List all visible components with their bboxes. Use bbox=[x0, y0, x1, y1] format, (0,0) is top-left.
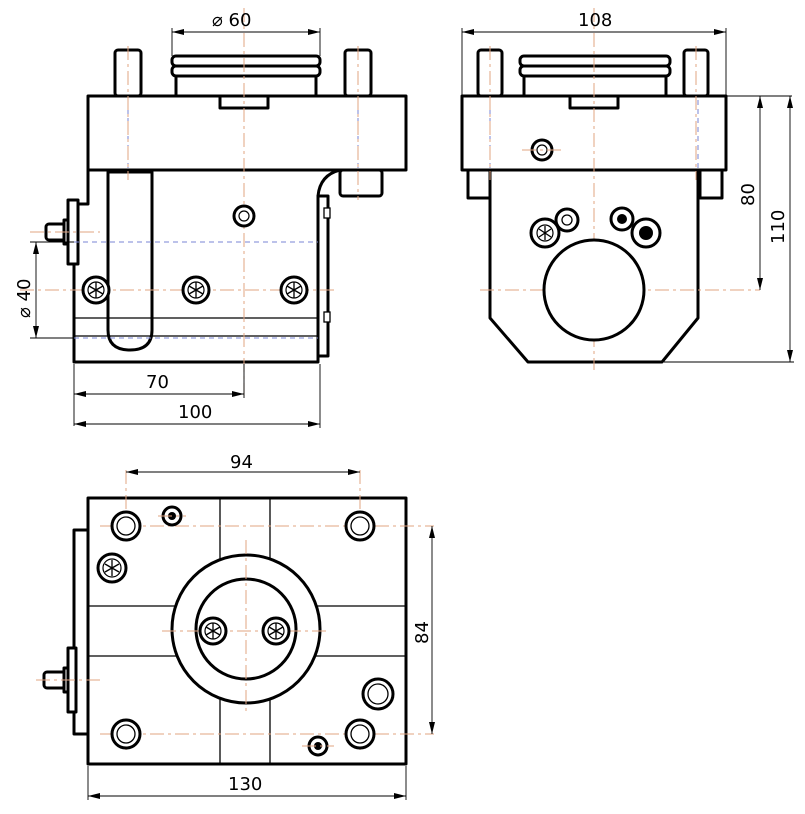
plan-main-plate bbox=[86, 496, 408, 766]
plan-hole-bottom-right bbox=[344, 718, 376, 750]
plan-pin-top bbox=[158, 505, 186, 527]
side-plug-right bbox=[630, 217, 662, 249]
dim-height-110-label: 110 bbox=[768, 210, 789, 244]
plan-screw-left bbox=[96, 552, 128, 584]
side-main-bore bbox=[542, 238, 646, 342]
dim-hole-spacing-84: 84 bbox=[412, 526, 435, 734]
front-screw-2 bbox=[181, 275, 211, 305]
plan-view: 94 84 130 bbox=[36, 452, 435, 800]
dim-hole-spacing-94-label: 94 bbox=[230, 452, 253, 473]
plan-flange-screw-left bbox=[198, 616, 228, 646]
dim-bore-60-label: ⌀ 60 bbox=[212, 10, 251, 31]
dim-height-80: 80 bbox=[726, 95, 792, 290]
plan-hole-bottom-left bbox=[110, 718, 142, 750]
dim-depth-100-label: 100 bbox=[178, 402, 212, 423]
plan-hole-top-left bbox=[110, 510, 142, 542]
dim-plan-width-130: 130 bbox=[87, 766, 407, 800]
front-collar bbox=[170, 54, 322, 98]
dim-depth-70-label: 70 bbox=[146, 372, 169, 393]
front-screw-3 bbox=[279, 275, 309, 305]
side-hole-small bbox=[554, 207, 580, 233]
front-rear-stub bbox=[338, 168, 384, 198]
dim-bore-40-label: ⌀ 40 bbox=[14, 279, 35, 318]
front-clamp-slot bbox=[106, 170, 154, 352]
plan-hole-top-right bbox=[344, 510, 376, 542]
dim-width-108-label: 108 bbox=[578, 10, 612, 31]
side-collar bbox=[518, 54, 672, 98]
front-screw-top bbox=[232, 204, 256, 228]
dim-height-80-label: 80 bbox=[738, 183, 759, 206]
side-view: 108 80 110 bbox=[460, 8, 794, 370]
dim-hole-spacing-94: 94 bbox=[126, 452, 360, 475]
dim-depth-70: 70 bbox=[73, 364, 245, 426]
side-screw-left bbox=[529, 217, 561, 249]
dim-bore-60: ⌀ 60 bbox=[171, 10, 321, 56]
plan-flange-screw-right bbox=[261, 616, 291, 646]
plan-plug-right bbox=[361, 677, 395, 711]
front-screw-1 bbox=[81, 275, 111, 305]
dim-plan-width-130-label: 130 bbox=[228, 774, 262, 795]
dim-depth-100: 100 bbox=[74, 364, 321, 428]
dim-hole-spacing-84-label: 84 bbox=[412, 621, 433, 644]
front-view: ⌀ 60 ⌀ 40 70 100 bbox=[14, 8, 408, 428]
dim-height-110: 110 bbox=[664, 96, 794, 363]
dim-width-108: 108 bbox=[461, 10, 727, 96]
side-hole-right bbox=[609, 206, 635, 232]
plan-pin-bottom bbox=[302, 735, 334, 757]
side-screw-plate bbox=[522, 138, 562, 162]
dim-bore-40: ⌀ 40 bbox=[14, 241, 74, 339]
front-side-plate bbox=[316, 194, 330, 358]
